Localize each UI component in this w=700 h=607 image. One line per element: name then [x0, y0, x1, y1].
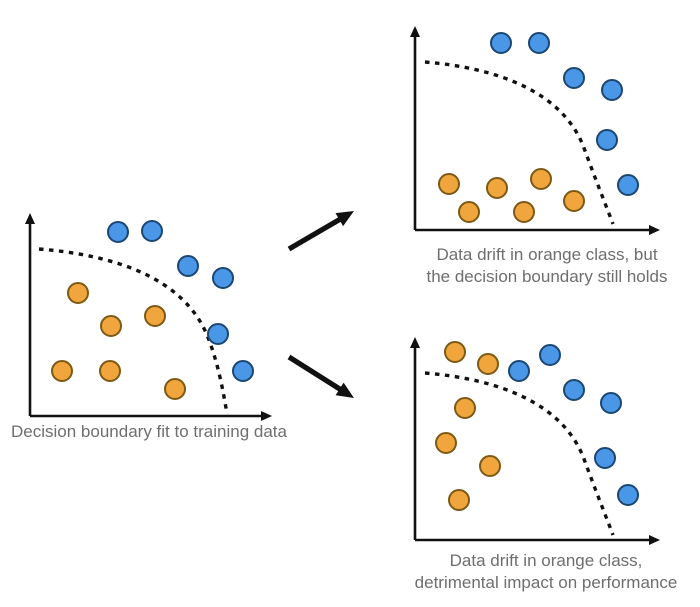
- drift-boundary-holds-x-axis-head: [649, 225, 660, 235]
- flow-arrow-to-top-right-shaft: [287, 216, 343, 252]
- blue-data-point: [177, 255, 199, 277]
- orange-data-point: [438, 173, 460, 195]
- drift-detrimental-y-axis-head: [410, 337, 420, 348]
- orange-data-point: [164, 378, 186, 400]
- orange-data-point: [563, 190, 585, 212]
- blue-data-point: [563, 67, 585, 89]
- orange-data-point: [435, 432, 457, 454]
- orange-data-point: [448, 489, 470, 511]
- caption-training-data: Decision boundary fit to training data: [11, 422, 287, 441]
- orange-data-point: [530, 168, 552, 190]
- drift-boundary-holds-decision-boundary: [424, 60, 615, 225]
- blue-data-point: [617, 174, 639, 196]
- orange-data-point: [100, 315, 122, 337]
- orange-data-point: [51, 360, 73, 382]
- blue-data-point: [528, 32, 550, 54]
- orange-data-point: [458, 201, 480, 223]
- drift-detrimental-x-axis-head: [649, 535, 660, 545]
- blue-data-point: [107, 221, 129, 243]
- blue-data-point: [207, 323, 229, 345]
- blue-data-point: [539, 344, 561, 366]
- blue-data-point: [601, 79, 623, 101]
- caption-boundary-holds: Data drift in orange class, but the deci…: [426, 245, 668, 286]
- blue-data-point: [617, 484, 639, 506]
- caption-detrimental-impact: Data drift in orange class, detrimental …: [414, 551, 678, 592]
- blue-data-point: [600, 392, 622, 414]
- orange-data-point: [477, 353, 499, 375]
- drift-boundary-holds-y-axis-head: [410, 26, 420, 37]
- blue-data-point: [508, 360, 530, 382]
- training-decision-boundary: [38, 247, 229, 415]
- training-x-axis-head: [261, 411, 272, 421]
- blue-data-point: [596, 129, 618, 151]
- drift-detrimental-decision-boundary: [424, 371, 615, 536]
- blue-data-point: [563, 379, 585, 401]
- orange-data-point: [144, 305, 166, 327]
- flow-arrow-to-top-right-head: [335, 211, 354, 227]
- blue-data-point: [594, 447, 616, 469]
- orange-data-point: [99, 360, 121, 382]
- orange-data-point: [513, 201, 535, 223]
- flow-arrow-to-bottom-right-shaft: [287, 354, 343, 393]
- orange-data-point: [67, 282, 89, 304]
- blue-data-point: [232, 360, 254, 382]
- orange-data-point: [479, 455, 501, 477]
- orange-data-point: [486, 177, 508, 199]
- training-y-axis-head: [25, 213, 35, 224]
- blue-data-point: [212, 267, 234, 289]
- orange-data-point: [444, 341, 466, 363]
- blue-data-point: [490, 32, 512, 54]
- orange-data-point: [454, 397, 476, 419]
- flow-arrow-to-bottom-right-head: [335, 382, 354, 398]
- blue-data-point: [141, 220, 163, 242]
